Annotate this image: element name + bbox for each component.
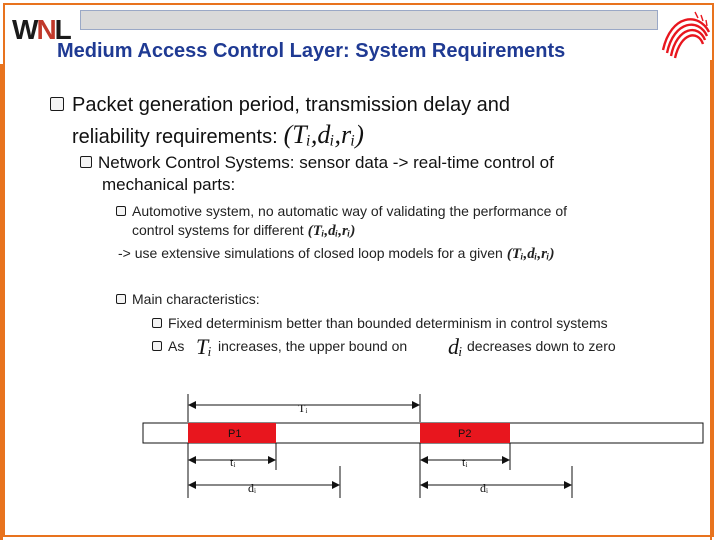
- bullet-level4-b: As: [152, 338, 184, 354]
- bullet1-text-2: reliability requirements:: [72, 126, 278, 148]
- p2-d-label: dᵢ: [480, 481, 488, 495]
- checkbox-bullet-icon: [152, 317, 162, 328]
- logo-letter-n: N: [36, 14, 56, 45]
- packet-p2: [420, 423, 510, 443]
- slide-title: Medium Access Control Layer: System Requ…: [57, 40, 566, 62]
- bullet-level1: Packet generation period, transmission d…: [50, 93, 510, 118]
- p1-d-label: dᵢ: [248, 481, 256, 495]
- logo-letter-l: L: [54, 14, 72, 45]
- checkbox-bullet-icon: [50, 96, 64, 111]
- bullet6-text-b: increases, the upper bound on: [218, 338, 408, 354]
- bullet6-text-c: decreases down to zero: [467, 338, 616, 354]
- arrow-text: -> use extensive simulations of closed l…: [118, 245, 503, 261]
- checkbox-bullet-icon: [116, 293, 126, 304]
- bullet-level3-main: Main characteristics:: [116, 291, 260, 307]
- left-accent-rule: [0, 64, 3, 540]
- bullet1-formula: (Tᵢ,dᵢ,rᵢ): [283, 120, 364, 149]
- header-bar: [80, 10, 658, 30]
- bullet3-formula: (Tᵢ,dᵢ,rᵢ): [307, 223, 356, 239]
- bullet6-formula-d: dᵢ: [448, 334, 463, 359]
- checkbox-bullet-icon: [80, 156, 92, 169]
- bullet6-text-a: As: [168, 338, 185, 354]
- period-label: Tᵢ: [298, 401, 307, 415]
- slide-frame: [3, 3, 714, 537]
- bullet1-continuation: reliability requirements:(Tᵢ,dᵢ,rᵢ): [72, 120, 364, 150]
- timing-diagram: Tᵢ P1 P2 tᵢ dᵢ tᵢ dᵢ: [142, 394, 704, 498]
- arrow-note: -> use extensive simulations of closed l…: [118, 245, 554, 263]
- arrow-formula: (Tᵢ,dᵢ,rᵢ): [506, 246, 555, 262]
- checkbox-bullet-icon: [116, 205, 126, 216]
- p1-t-label: tᵢ: [230, 455, 235, 469]
- p2-t-label: tᵢ: [462, 455, 467, 469]
- bullet6-formula-t: Tᵢ: [196, 334, 212, 359]
- packet-p1-label: P1: [228, 428, 241, 440]
- packet-p2-label: P2: [458, 428, 471, 440]
- bullet2-continuation: mechanical parts:: [102, 175, 236, 194]
- bullet2-text: Network Control Systems: sensor data -> …: [98, 153, 554, 172]
- right-accent-rule: [710, 60, 712, 540]
- bullet-level2: Network Control Systems: sensor data -> …: [80, 152, 554, 174]
- wnl-logo: WNL: [12, 14, 72, 46]
- bullet3-text: Automotive system, no automatic way of v…: [132, 203, 567, 219]
- university-seal-icon: [661, 11, 711, 59]
- logo-letter-w: W: [12, 14, 38, 45]
- bullet3-text-2: control systems for different: [132, 222, 304, 238]
- bullet3-continuation: control systems for different(Tᵢ,dᵢ,rᵢ): [132, 222, 355, 240]
- checkbox-bullet-icon: [152, 340, 162, 351]
- bullet1-text: Packet generation period, transmission d…: [72, 94, 511, 116]
- packet-p1: [188, 423, 276, 443]
- bullet5-text: Fixed determinism better than bounded de…: [168, 315, 608, 331]
- bullet4-text: Main characteristics:: [132, 291, 260, 307]
- bullet-level3: Automotive system, no automatic way of v…: [116, 203, 567, 219]
- bullet-level4-a: Fixed determinism better than bounded de…: [152, 315, 608, 331]
